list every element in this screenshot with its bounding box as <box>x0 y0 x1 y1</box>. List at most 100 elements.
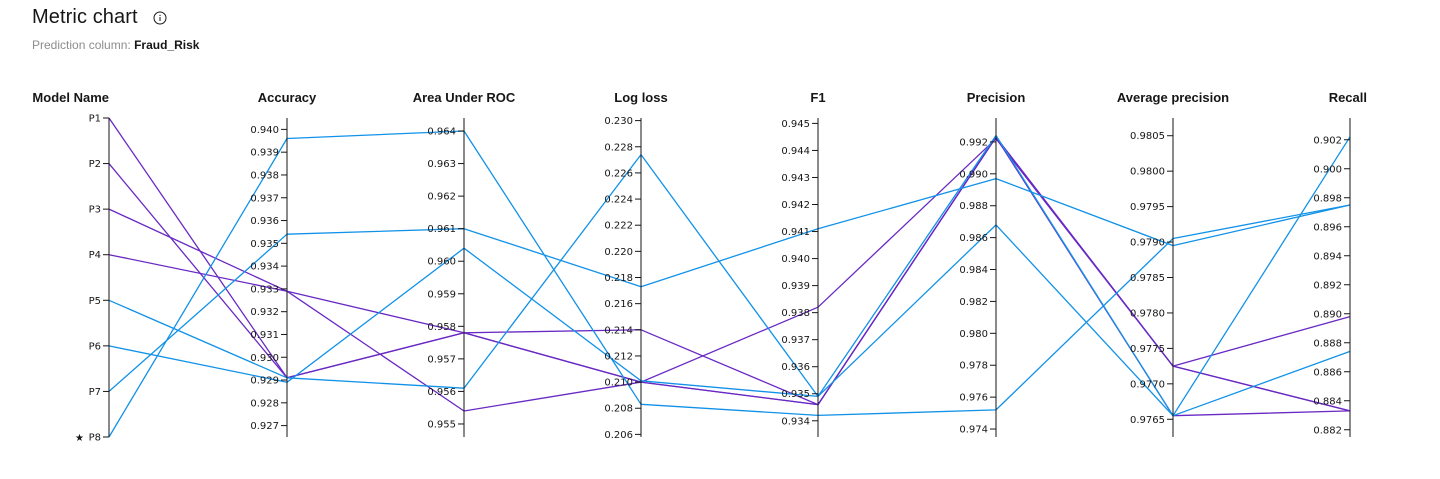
tick-label: 0.9785 <box>1130 273 1165 284</box>
chart-axes: Model NameP1P2P3P4P5P6P7P8★Accuracy0.927… <box>32 90 1367 444</box>
tick-label: 0.9790 <box>1130 238 1165 249</box>
tick-label: 0.938 <box>250 170 279 181</box>
tick-label: P7 <box>89 387 101 398</box>
axis-logloss: Log loss0.2060.2080.2100.2120.2140.2160.… <box>604 90 667 441</box>
series-line-p8[interactable] <box>108 130 1351 438</box>
tick-label: 0.932 <box>250 307 279 318</box>
tick-label: 0.930 <box>250 353 279 364</box>
series-lines <box>108 117 1351 438</box>
tick-label: 0.928 <box>250 398 279 409</box>
tick-label: 0.218 <box>604 273 633 284</box>
tick-label: 0.931 <box>250 330 279 341</box>
tick-label: 0.896 <box>1313 222 1342 233</box>
tick-label: 0.955 <box>427 419 456 430</box>
axis-title-auc: Area Under ROC <box>413 90 516 105</box>
tick-label: P6 <box>89 341 101 352</box>
chart-header: Metric chart Prediction column: Fraud_Ri… <box>32 6 199 52</box>
tick-label: 0.937 <box>781 335 810 346</box>
tick-label: 0.9780 <box>1130 308 1165 319</box>
tick-label: 0.9800 <box>1130 167 1165 178</box>
tick-label: 0.9765 <box>1130 415 1165 426</box>
tick-label: 0.226 <box>604 168 633 179</box>
tick-label: 0.212 <box>604 351 633 362</box>
axis-title-recall: Recall <box>1329 90 1367 105</box>
tick-label: 0.984 <box>959 265 988 276</box>
tick-label: P4 <box>89 250 101 261</box>
tick-label: 0.894 <box>1313 251 1342 262</box>
axis-title-precision: Precision <box>967 90 1026 105</box>
series-line-p5[interactable] <box>108 134 1351 417</box>
tick-label: 0.940 <box>250 125 279 136</box>
prediction-column-caption: Prediction column: Fraud_Risk <box>32 38 199 52</box>
tick-label: 0.959 <box>427 289 456 300</box>
tick-label: 0.961 <box>427 224 456 235</box>
axis-recall: Recall0.8820.8840.8860.8880.8900.8920.89… <box>1313 90 1367 437</box>
tick-label: 0.990 <box>959 169 988 180</box>
tick-label: 0.927 <box>250 421 279 432</box>
title-row: Metric chart <box>32 6 199 29</box>
axis-title-f1: F1 <box>810 90 825 105</box>
tick-label: 0.937 <box>250 193 279 204</box>
tick-label: 0.216 <box>604 299 633 310</box>
tick-label: 0.956 <box>427 387 456 398</box>
tick-label: 0.9770 <box>1130 379 1165 390</box>
tick-label: 0.934 <box>250 262 279 273</box>
tick-label: 0.963 <box>427 159 456 170</box>
tick-label: 0.929 <box>250 376 279 387</box>
tick-label: 0.884 <box>1313 396 1342 407</box>
tick-label: 0.9805 <box>1130 131 1165 142</box>
tick-label: 0.943 <box>781 173 810 184</box>
series-line-p3[interactable] <box>108 138 1351 412</box>
tick-label: 0.944 <box>781 146 810 157</box>
tick-label: 0.935 <box>781 389 810 400</box>
tick-label: 0.898 <box>1313 193 1342 204</box>
tick-label: 0.890 <box>1313 309 1342 320</box>
tick-label: 0.939 <box>781 281 810 292</box>
tick-label: 0.934 <box>781 416 810 427</box>
axis-f1: F1 0.934 0.935 0.936 0.937 0.938 0.939 0.940 0.9… <box>781 90 826 437</box>
tick-label: 0.940 <box>781 254 810 265</box>
prediction-column-value: Fraud_Risk <box>134 38 200 52</box>
tick-label: 0.942 <box>781 200 810 211</box>
axis-precision: Precision0.9740.9760.9780.9800.9820.9840… <box>959 90 1025 437</box>
tick-label: 0.208 <box>604 404 633 415</box>
tick-label: P1 <box>89 114 101 125</box>
tick-label: 0.230 <box>604 116 633 127</box>
tick-label: 0.9775 <box>1130 344 1165 355</box>
tick-label: 0.978 <box>959 361 988 372</box>
tick-label: 0.228 <box>604 142 633 153</box>
tick-label: 0.964 <box>427 127 456 138</box>
tick-label: 0.980 <box>959 329 988 340</box>
tick-label: 0.939 <box>250 148 279 159</box>
tick-label: P8 <box>89 433 101 444</box>
star-icon: ★ <box>75 433 84 444</box>
tick-label: 0.974 <box>959 425 988 436</box>
series-line-p7[interactable] <box>108 177 1351 392</box>
tick-label: 0.214 <box>604 325 633 336</box>
axis-title-accuracy: Accuracy <box>258 90 317 105</box>
tick-label: 0.892 <box>1313 280 1342 291</box>
tick-label: 0.933 <box>250 284 279 295</box>
tick-label: 0.945 <box>781 119 810 130</box>
axis-title-logloss: Log loss <box>614 90 667 105</box>
tick-label: 0.938 <box>781 308 810 319</box>
prediction-column-label: Prediction column: <box>32 38 131 52</box>
tick-label: P5 <box>89 296 101 307</box>
tick-label: 0.882 <box>1313 425 1342 436</box>
axis-accuracy: Accuracy 0.927 0.928 0.929 0.930 0.931 0.932 0.… <box>250 90 317 437</box>
tick-label: 0.220 <box>604 247 633 258</box>
axis-avgprec: Average precision 0.9765 0.9770 0.9775 0.978… <box>1117 90 1229 437</box>
axis-auc: Area Under ROC0.9550.9560.9570.9580.9590… <box>413 90 516 437</box>
info-icon[interactable] <box>152 10 168 26</box>
axis-title-model: Model Name <box>32 90 109 105</box>
tick-label: 0.982 <box>959 297 988 308</box>
tick-label: 0.206 <box>604 430 633 441</box>
axis-title-avgprec: Average precision <box>1117 90 1229 105</box>
series-line-p6[interactable] <box>108 136 1351 417</box>
page-title: Metric chart <box>32 6 138 28</box>
tick-label: 0.900 <box>1313 164 1342 175</box>
tick-label: 0.988 <box>959 201 988 212</box>
tick-label: 0.9795 <box>1130 202 1165 213</box>
tick-label: 0.936 <box>781 362 810 373</box>
